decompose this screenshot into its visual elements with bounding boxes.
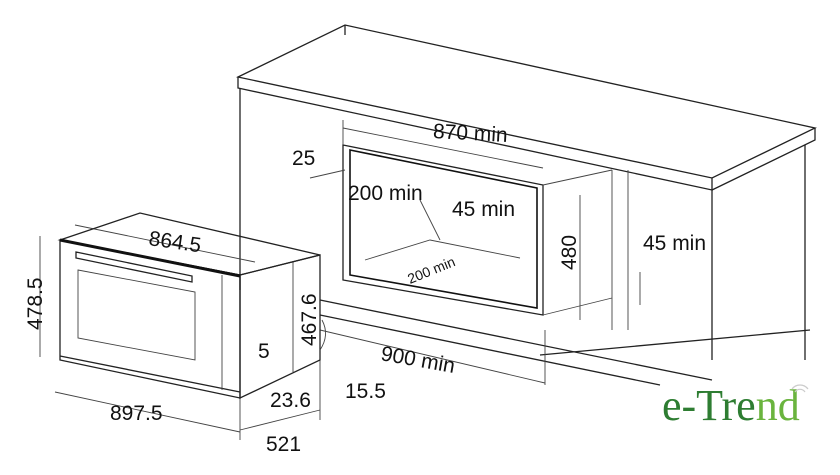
etrend-logo: e-Trend	[662, 381, 809, 430]
oven	[57, 212, 326, 400]
label-cutout-height: 480	[558, 235, 581, 270]
label-flush-offset: 15.5	[345, 380, 386, 403]
dimension-labels: 870 min 25 200 min 45 min 480 45 min 200…	[24, 120, 706, 456]
label-bottom-depth: 200 min	[405, 253, 457, 286]
label-vent-inner: 45 min	[452, 198, 515, 221]
label-top-depth: 200 min	[348, 182, 423, 205]
label-oven-width-top: 864.5	[147, 227, 202, 257]
dimension-lines	[39, 127, 641, 440]
svg-text:e-Trend: e-Trend	[662, 381, 800, 430]
label-cabinet-width: 900 min	[379, 342, 457, 378]
label-front-panel-depth: 23.6	[270, 389, 311, 412]
label-bottom-gap: 5	[258, 340, 270, 363]
label-vent-outer: 45 min	[643, 232, 706, 255]
cabinet	[239, 88, 811, 386]
label-oven-height-body: 467.6	[298, 293, 321, 346]
oven-handle	[75, 251, 193, 283]
label-oven-width-front: 897.5	[110, 402, 163, 425]
label-side-gap: 25	[292, 147, 315, 170]
oven-cavity	[342, 120, 613, 316]
label-oven-depth: 521	[266, 433, 301, 456]
logo-text-dark: e-Tre	[662, 381, 756, 430]
label-oven-height-front: 478.5	[24, 277, 47, 330]
countertop	[236, 24, 817, 191]
label-cutout-width: 870 min	[432, 120, 508, 147]
wifi-icon	[791, 384, 809, 393]
